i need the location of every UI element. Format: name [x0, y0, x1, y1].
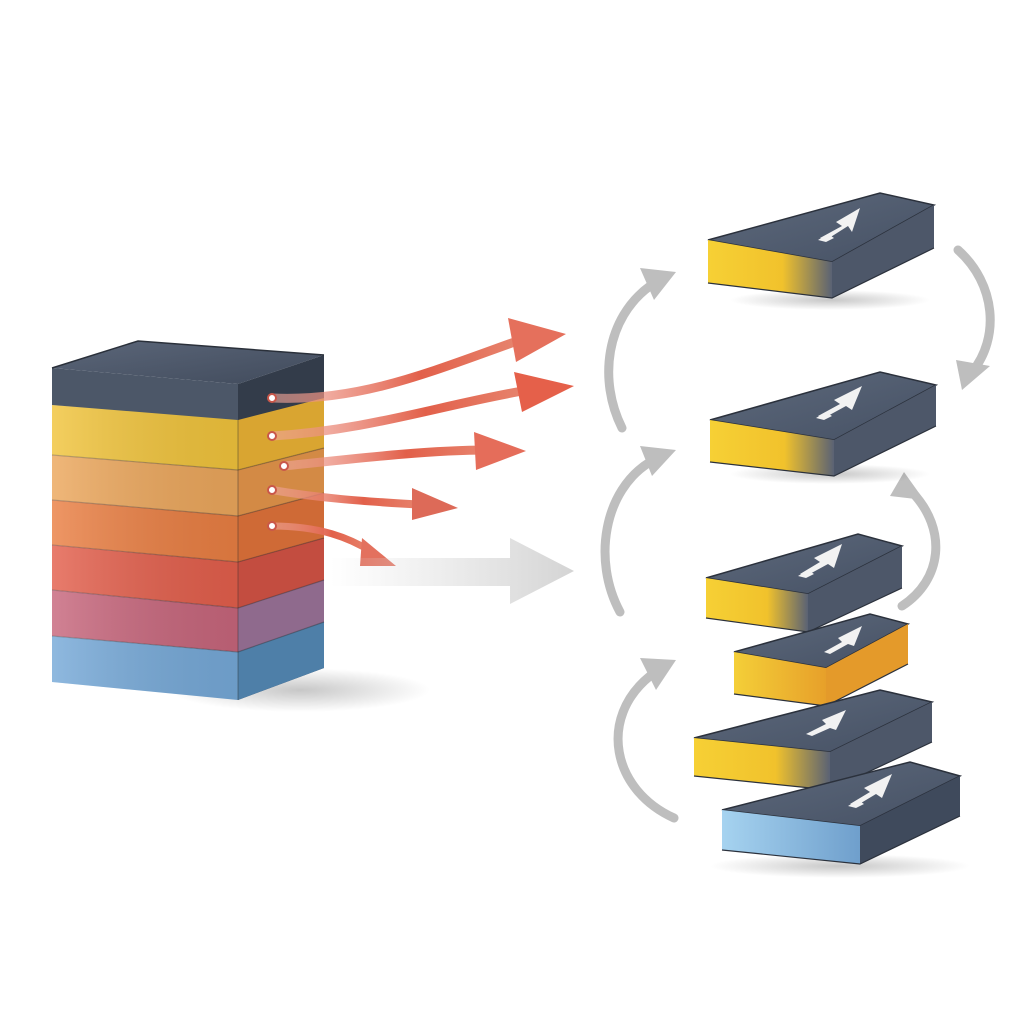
block-5 [693, 689, 935, 791]
flow-arrow-1 [267, 318, 566, 403]
transfer-arrow [330, 538, 574, 604]
flow-arrows [267, 318, 574, 566]
cycle-arrow-upper-left [604, 268, 676, 433]
block-6 [710, 761, 970, 878]
cycle-arrow-lower-left [613, 658, 679, 823]
block-4 [733, 613, 911, 707]
stack-lid [51, 340, 325, 420]
flow-arrow-2 [267, 372, 574, 441]
double-arrow-icon [818, 208, 860, 242]
cycle-arrow-middle-left [600, 446, 676, 617]
stack-front-highlight [52, 405, 238, 700]
source-stack [51, 340, 430, 712]
block-3 [705, 533, 905, 633]
double-arrow-icon [816, 386, 862, 420]
cycle-arrow-top-right [953, 245, 995, 390]
block-2 [709, 371, 939, 484]
flow-arrow-4 [267, 485, 458, 520]
double-arrow-icon [848, 774, 892, 808]
cycle-arrow-middle-right [890, 472, 941, 611]
double-arrow-icon [806, 710, 846, 736]
cycle-arrows [600, 245, 995, 823]
flow-arrow-3 [279, 432, 526, 471]
block-1 [707, 192, 937, 310]
double-arrow-icon [824, 626, 862, 654]
double-arrow-icon [798, 544, 842, 578]
